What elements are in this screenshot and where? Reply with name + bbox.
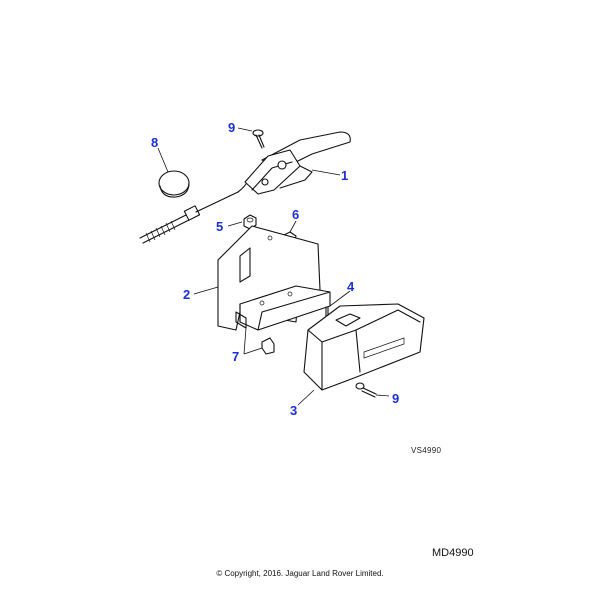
part-5-nut [243,214,257,230]
copyright-notice: © Copyright, 2016. Jaguar Land Rover Lim… [216,569,384,578]
callout-8: 8 [151,135,159,150]
diagram-code: MD4990 [432,547,474,559]
part-3-cover [303,303,425,391]
callout-9-top: 9 [228,120,236,135]
callout-3: 3 [290,403,298,418]
leader-lines [157,127,390,406]
callout-2: 2 [183,287,191,302]
part-2-bracket [217,225,331,331]
part-9-screw-top [252,129,265,149]
callout-1: 1 [341,168,349,183]
cable-assembly [139,179,249,244]
callout-5: 5 [216,219,224,234]
callout-6: 6 [292,207,300,222]
part-7-clip [261,337,275,355]
part-9-screw-bottom [355,382,377,398]
callout-4: 4 [347,279,355,294]
part-8-grommet [158,170,190,198]
callout-7: 7 [232,349,240,364]
callout-9-bottom: 9 [392,391,400,406]
part-1-lever [244,131,351,195]
illustration-reference: VS4990 [411,446,442,455]
